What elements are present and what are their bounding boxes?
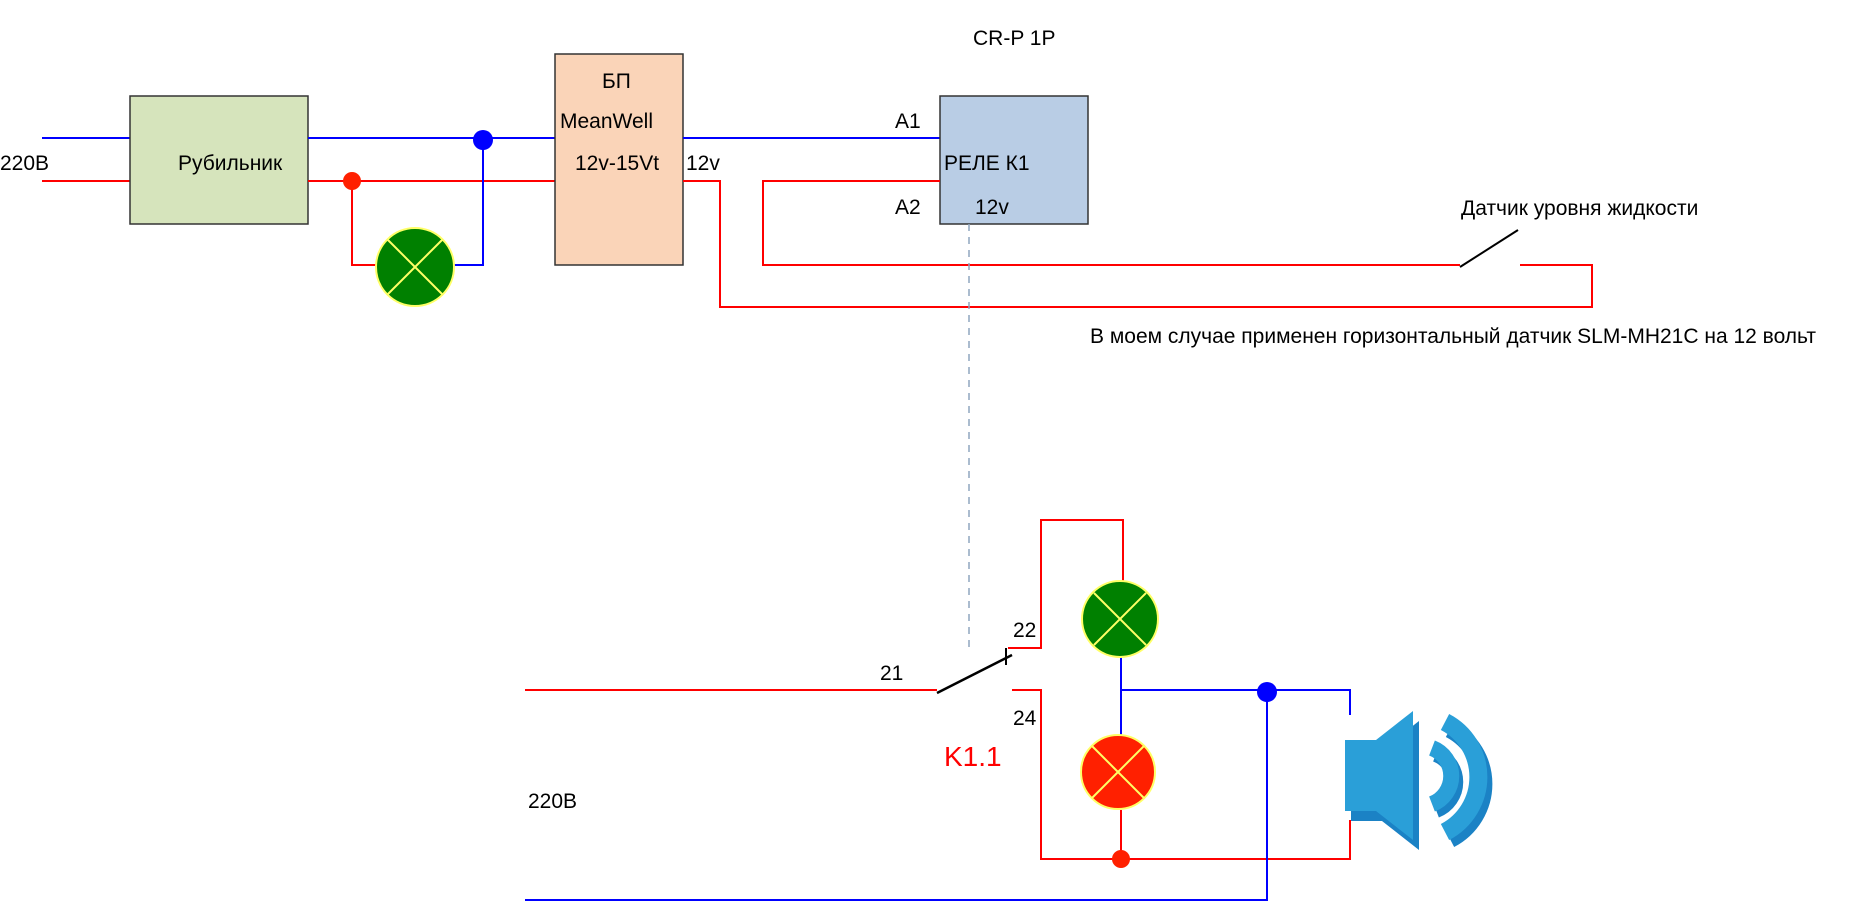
liquid-level-sensor-contact (1459, 229, 1519, 268)
psu-output-label: 12v (686, 152, 720, 175)
relay-a2-sensor-wire (762, 180, 1460, 266)
lamp-icon (1080, 734, 1156, 810)
sensor-note: В моем случае применен горизонтальный да… (1090, 325, 1816, 348)
switch-label: Рубильник (178, 152, 283, 175)
lamp-icon (1081, 580, 1159, 658)
contact-22-label: 22 (1013, 619, 1036, 642)
relay-voltage-label: 12v (975, 196, 1009, 219)
contact-24-wire (1012, 689, 1351, 860)
junction-dot-blue-common (1257, 682, 1277, 702)
contact-name-label: K1.1 (944, 741, 1002, 772)
relay-label: РЕЛЕ К1 (944, 152, 1030, 175)
psu-box (554, 53, 684, 266)
indicator-phase-branch (351, 181, 378, 266)
indicator-neutral-branch (453, 140, 484, 266)
psu-label-brand: MeanWell (560, 110, 653, 133)
lower-supply-neutral-wire (525, 692, 1268, 901)
relay-a1-label: А1 (895, 110, 921, 133)
junction-dot-red-rail (1112, 850, 1130, 868)
junction-dot-phase (343, 172, 361, 190)
relay-box (939, 95, 1089, 225)
contact-22-wire (1008, 519, 1124, 649)
relay-contact-k1-1 (936, 653, 1013, 695)
relay-model-label: CR-P 1P (973, 27, 1055, 50)
junction-dot-neutral (473, 130, 493, 150)
psu-label-rating: 12v-15Vt (575, 152, 659, 175)
sensor-title: Датчик уровня жидкости (1461, 197, 1698, 220)
contact-21-label: 21 (880, 662, 903, 685)
speaker-neutral-wire (1121, 689, 1351, 715)
speaker-icon (1345, 711, 1493, 850)
switch-box (129, 95, 309, 225)
psu-label-type: БП (602, 70, 631, 93)
supply-label-top: 220В (0, 152, 49, 175)
contact-24-label: 24 (1013, 707, 1037, 730)
sensor-return-wire (683, 180, 1593, 308)
relay-a2-label: А2 (895, 196, 921, 219)
lamp-icon (375, 227, 455, 307)
supply-label-bottom: 220В (528, 790, 577, 813)
